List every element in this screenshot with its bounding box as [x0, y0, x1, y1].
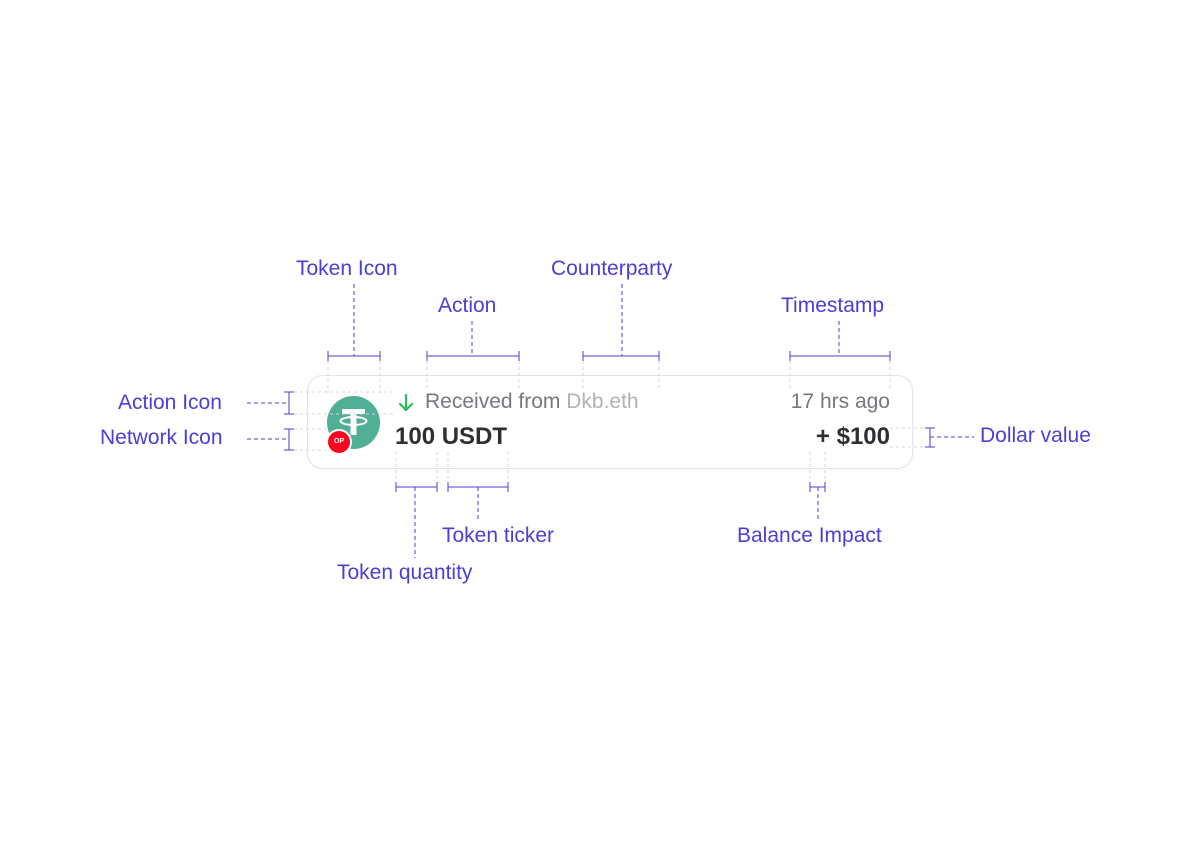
label-token-ticker: Token ticker [442, 524, 555, 547]
label-action-icon: Action Icon [118, 391, 222, 414]
timestamp: 17 hrs ago [790, 390, 890, 413]
counterparty-link[interactable]: Dkb.eth [566, 390, 639, 413]
transaction-card[interactable] [307, 375, 913, 469]
label-counterparty: Counterparty [551, 257, 673, 280]
label-dollar-value: Dollar value [980, 424, 1091, 447]
arrow-down-icon [398, 393, 414, 412]
token-ticker: USDT [441, 423, 508, 450]
token-amount: 100 USDT [395, 423, 507, 451]
label-timestamp: Timestamp [781, 294, 885, 317]
network-icon: OP [326, 429, 352, 455]
label-balance-impact: Balance Impact [737, 524, 882, 547]
dollar-amount: + $100 [816, 423, 890, 451]
optimism-badge-label: OP [333, 438, 345, 445]
dollar-value: $100 [836, 423, 890, 450]
label-token-icon: Token Icon [296, 257, 398, 280]
label-network-icon: Network Icon [100, 426, 223, 449]
action-text: Received from [425, 390, 561, 413]
label-action: Action [438, 294, 497, 317]
action-line: Received from Dkb.eth [425, 390, 639, 414]
label-token-quantity: Token quantity [337, 561, 473, 584]
token-quantity: 100 [395, 423, 436, 450]
balance-impact: + [815, 423, 830, 450]
tether-icon [339, 409, 368, 435]
